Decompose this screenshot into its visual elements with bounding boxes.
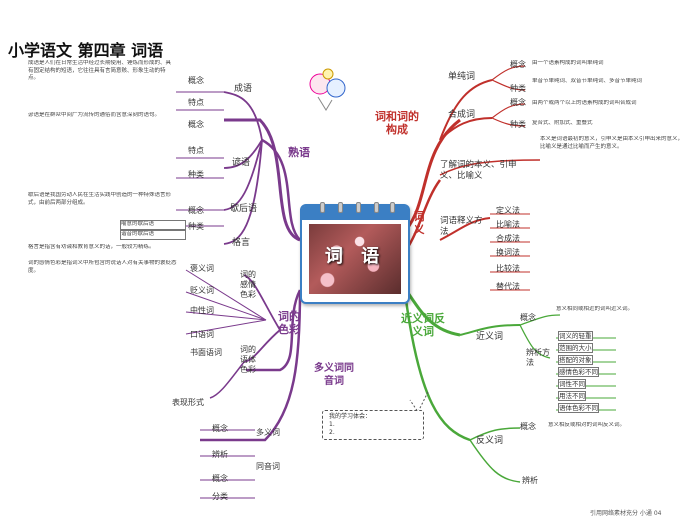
style-item-2: 书面语词 [190, 348, 222, 357]
node-yanyu: 谚语 [232, 158, 251, 168]
method-1: 定义法 [496, 206, 520, 215]
near-method-2: 范围的大小 [558, 343, 593, 353]
method-3: 合成法 [496, 234, 520, 243]
emotion-item-1: 褒义词 [190, 264, 214, 273]
yanyu-type-label: 种类 [188, 170, 204, 179]
center-topic-label: 词 语 [324, 246, 386, 267]
opposite-note: 意义相反或相对的词叫反义词。 [548, 422, 626, 428]
method-6: 替代法 [496, 282, 520, 291]
compound-type-note: 复合式、附加式、重叠式 [532, 120, 593, 126]
style-form-label: 表现形式 [172, 398, 204, 407]
emotion-item-2: 贬义词 [190, 286, 214, 295]
branch-synonyms: 近义词反义词 [401, 312, 445, 338]
near-method-5: 词性不同 [558, 379, 586, 389]
node-method: 词语释义方法 [440, 216, 483, 237]
bubble-line-2: 2. [329, 429, 335, 436]
branch-meaning: 词义 [413, 210, 425, 236]
center-topic-card: 词 语 [300, 202, 410, 304]
near-note: 意义相同或相近的词叫近义词。 [556, 306, 634, 312]
xiehouyu-note: 歇后语是我国劳动人民在生活实践中创造的一种特殊语言形式，由前后两部分组成。 [28, 192, 172, 206]
node-xiehouyu: 歇后语 [230, 204, 258, 214]
branch-polyphones: 多义词同音词 [314, 363, 354, 387]
opposite-analysis-label: 辨析 [522, 476, 538, 485]
node-compound-word: 合成词 [448, 110, 476, 120]
node-geyan: 格言 [232, 238, 251, 248]
blossom-photo [309, 224, 401, 294]
near-analysis-label: 辨析方法 [526, 348, 550, 367]
node-style-color: 词的语体色彩 [240, 345, 256, 374]
branch-idioms: 熟语 [288, 146, 310, 159]
xiehouyu-def-label: 概念 [188, 206, 204, 215]
method-2: 比喻法 [496, 220, 520, 229]
node-tongyin: 同音词 [256, 462, 280, 471]
tongyin-def-label: 概念 [212, 474, 228, 483]
single-def-label: 概念 [510, 60, 526, 69]
node-understand: 了解词的本义、引申义、比喻义 [440, 160, 517, 181]
single-type-label: 种类 [510, 84, 526, 93]
branch-structure: 词和词的构成 [375, 110, 419, 136]
near-method-6: 用法不同 [558, 391, 586, 401]
footer-credit: 引用网络素材充分 小通 04 [590, 510, 662, 517]
tongyin-type-label: 分类 [212, 492, 228, 501]
chengyu-feat-label: 特点 [188, 98, 204, 107]
bubble-title: 我的学习体会： [329, 413, 372, 420]
understand-note: 本义是词语最初的意义，引申义是由本义引申出来的意义，比喻义是通过比喻而产生的意义… [540, 136, 684, 150]
chengyu-note: 成语是人们在日常生活中经过长期使用、锤炼而形成的、具有固定结构的短语，它往往具有… [28, 60, 172, 81]
node-emotion-color: 词的感情色彩 [240, 270, 256, 299]
learning-notes-bubble[interactable]: 我的学习体会： 1. 2. [322, 410, 424, 440]
near-method-3: 搭配的对象 [558, 355, 593, 365]
node-chengyu: 成语 [234, 84, 253, 94]
calendar-header [302, 206, 408, 220]
node-single-word: 单纯词 [448, 72, 476, 82]
xiehouyu-type-2: 谐音的歇后语 [120, 230, 186, 240]
compound-def-label: 概念 [510, 98, 526, 107]
node-duoyi: 多义词 [256, 428, 280, 437]
xiehouyu-type-1: 喻意的歇后语 [120, 220, 186, 230]
duoyi-analysis-label: 辨析 [212, 450, 228, 459]
emotion-note: 词的感情色彩是指词义中所包含的说话人对有关事物的褒贬态度。 [28, 260, 177, 274]
emotion-item-3: 中性词 [190, 306, 214, 315]
node-near-word: 近义词 [476, 332, 504, 342]
near-method-1: 词义的轻重 [558, 331, 593, 341]
duoyi-def-label: 概念 [212, 424, 228, 433]
node-opposite-word: 反义词 [476, 436, 504, 446]
chengyu-def-label: 概念 [188, 76, 204, 85]
method-4: 换词法 [496, 248, 520, 257]
style-item-1: 口语词 [190, 330, 214, 339]
near-method-7: 语体色彩不同 [558, 403, 599, 413]
xiehouyu-type-label: 种类 [188, 222, 204, 231]
branch-color: 词的色彩 [278, 310, 300, 336]
yanyu-def-label: 概念 [188, 120, 204, 129]
compound-type-label: 种类 [510, 120, 526, 129]
near-method-4: 感情色彩不同 [558, 367, 599, 377]
opposite-def-label: 概念 [520, 422, 536, 431]
yanyu-note: 谚语是在群众中间广为流传的通俗而含意深刻的语句。 [28, 112, 161, 118]
method-5: 比较法 [496, 264, 520, 273]
near-def-label: 概念 [520, 313, 536, 322]
single-def-note: 由一个语素构成的词叫单纯词 [532, 60, 604, 66]
compound-def-note: 由两个或两个以上的语素构成的词叫合成词 [532, 100, 637, 106]
page-title: 小学语文 第四章 词语 [8, 41, 164, 60]
single-type-note: 单音节单纯词、双音节单纯词、多音节单纯词 [532, 78, 643, 84]
yanyu-feat-label: 特点 [188, 146, 204, 155]
geyan-note: 格言是指含有劝诫和教育意义的话，一般较为精练。 [28, 244, 155, 250]
cartoon-decoration-icon [309, 68, 346, 111]
bubble-line-1: 1. [329, 421, 335, 428]
